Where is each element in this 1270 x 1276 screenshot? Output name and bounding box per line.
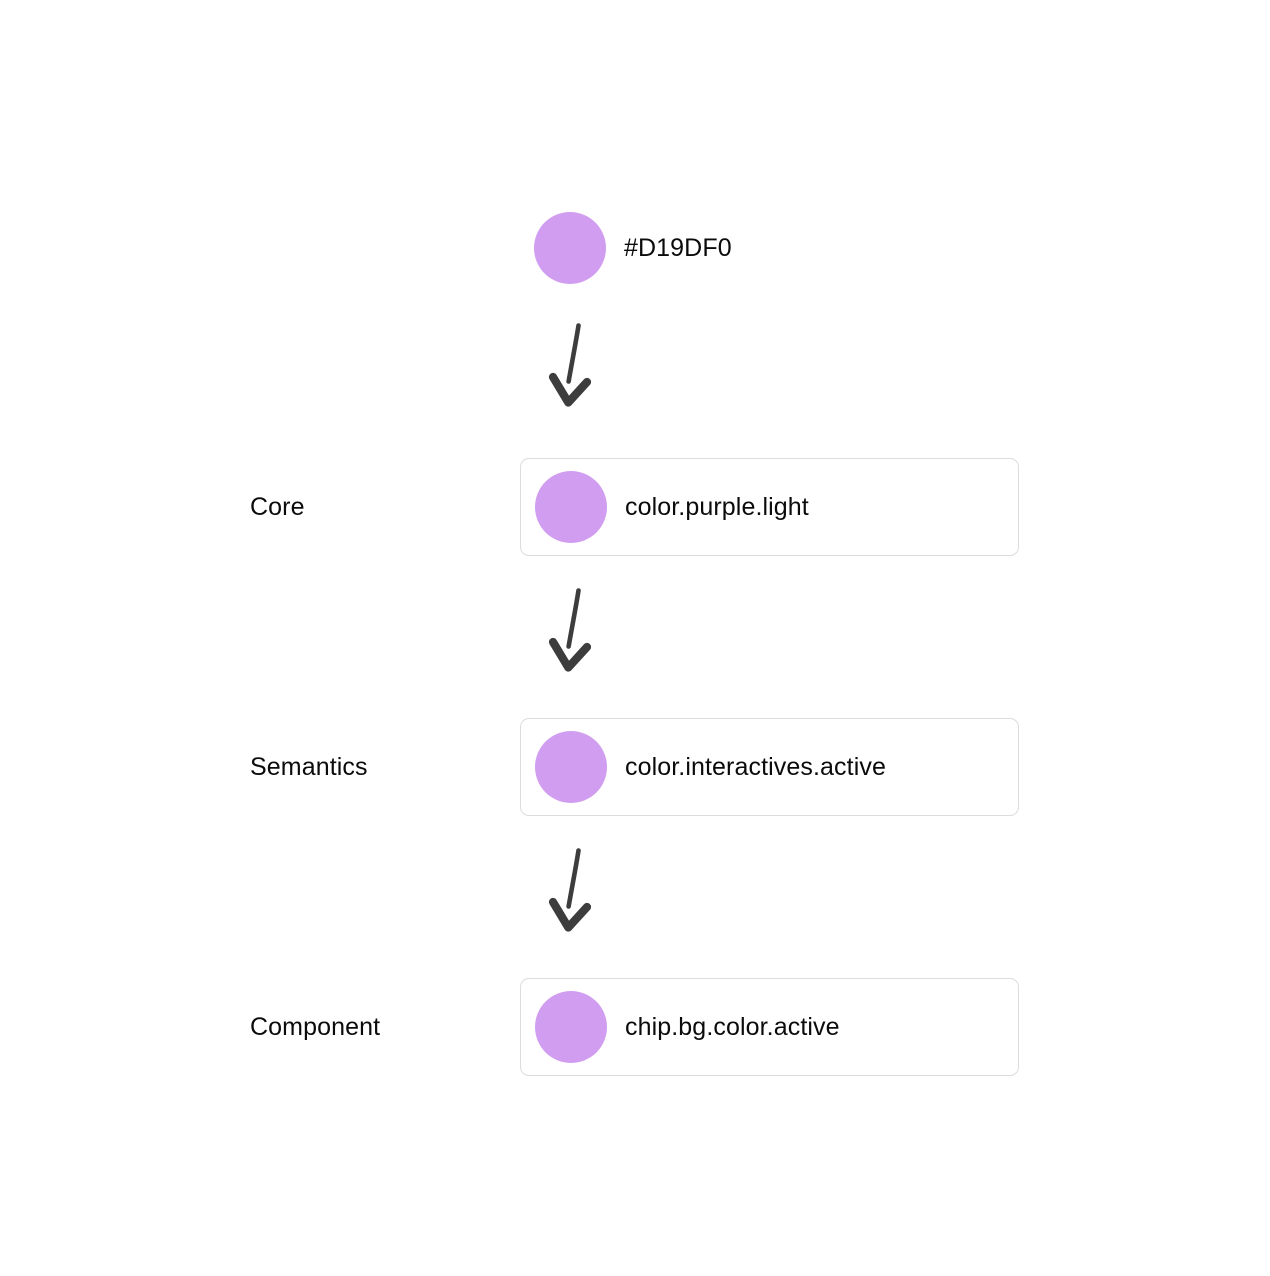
token-card-component[interactable]: chip.bg.color.active bbox=[520, 978, 1019, 1076]
token-name-component: chip.bg.color.active bbox=[625, 1012, 840, 1041]
raw-color-value-row: #D19DF0 bbox=[534, 212, 732, 284]
tier-label-core: Core bbox=[250, 492, 305, 521]
color-swatch-circle-core bbox=[535, 471, 607, 543]
color-swatch-circle-raw bbox=[534, 212, 606, 284]
arrow-semantics-to-component-icon bbox=[543, 845, 603, 935]
tier-label-semantics: Semantics bbox=[250, 752, 368, 781]
tier-row-core: Core color.purple.light bbox=[0, 458, 1270, 558]
token-card-core[interactable]: color.purple.light bbox=[520, 458, 1019, 556]
token-name-semantics: color.interactives.active bbox=[625, 752, 886, 781]
tier-label-component: Component bbox=[250, 1012, 381, 1041]
color-swatch-circle-component bbox=[535, 991, 607, 1063]
tier-row-semantics: Semantics color.interactives.active bbox=[0, 718, 1270, 818]
arrow-raw-to-core-icon bbox=[543, 320, 603, 410]
token-name-core: color.purple.light bbox=[625, 492, 809, 521]
tier-row-component: Component chip.bg.color.active bbox=[0, 978, 1270, 1078]
color-swatch-circle-semantics bbox=[535, 731, 607, 803]
arrow-core-to-semantics-icon bbox=[543, 585, 603, 675]
raw-color-hex-label: #D19DF0 bbox=[624, 233, 732, 262]
token-card-semantics[interactable]: color.interactives.active bbox=[520, 718, 1019, 816]
